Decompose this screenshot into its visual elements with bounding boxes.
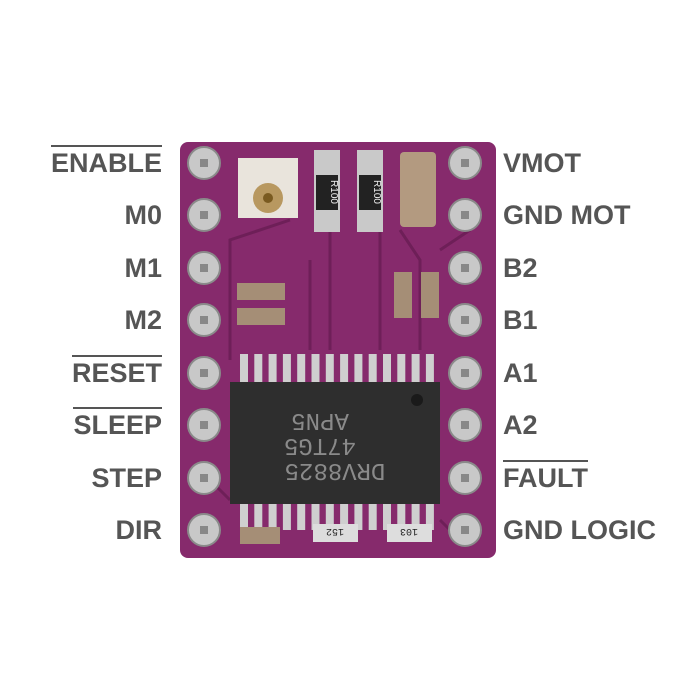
capacitor-small-3 xyxy=(237,283,285,300)
pin-square xyxy=(461,474,469,482)
pin-label-a1: A1 xyxy=(503,358,538,388)
pin-square xyxy=(200,421,208,429)
pin-label-step: STEP xyxy=(91,463,162,493)
drv8825-chip xyxy=(230,382,440,504)
chip-lead xyxy=(268,504,277,530)
pin-label-sleep: SLEEP xyxy=(73,407,162,440)
pin-square xyxy=(200,474,208,482)
chip-lead xyxy=(397,504,406,530)
chip-lead xyxy=(282,504,291,530)
resistor-152 xyxy=(313,524,358,542)
pin-square xyxy=(461,211,469,219)
chip-lead xyxy=(282,354,291,382)
chip-lead xyxy=(254,354,263,382)
chip-lead xyxy=(411,504,420,530)
capacitor xyxy=(400,152,436,227)
pin-square xyxy=(200,369,208,377)
chip-lead xyxy=(297,504,306,530)
sense-resistor-1: R100 xyxy=(314,150,340,232)
pin-label-a2: A2 xyxy=(503,410,538,440)
chip-lead xyxy=(411,354,420,382)
pin-square xyxy=(200,316,208,324)
pin-label-gnd-mot: GND MOT xyxy=(503,200,631,230)
capacitor-small-5 xyxy=(240,527,280,544)
pin-label-reset: RESET xyxy=(71,355,162,388)
chip-lead xyxy=(383,504,391,530)
chip-lead xyxy=(340,504,349,530)
chip-lead xyxy=(368,504,377,530)
chip-marking-1: DRV8825 xyxy=(285,456,386,483)
chip-lead xyxy=(340,354,349,382)
pin-square xyxy=(461,526,469,534)
sense-resistor-2: R100 xyxy=(357,150,383,232)
chip-lead xyxy=(425,354,434,382)
chip-lead xyxy=(383,354,391,382)
chip-leads xyxy=(240,354,434,530)
sense-resistor-2-label: R100 xyxy=(371,180,382,204)
chip-lead xyxy=(325,354,334,382)
chip-lead xyxy=(397,354,406,382)
resistor-103 xyxy=(387,524,432,542)
pin-square xyxy=(461,316,469,324)
pin-square xyxy=(200,264,208,272)
pin-square xyxy=(461,369,469,377)
chip-marking-2: 47TG5 xyxy=(284,431,356,458)
pin-label-fault: FAULT xyxy=(503,460,588,493)
resistor-152-label: 152 xyxy=(326,525,344,536)
chip-lead xyxy=(425,504,434,530)
sense-resistor-1-label: R100 xyxy=(328,180,339,204)
chip-lead xyxy=(368,354,377,382)
pin-label-m1: M1 xyxy=(124,253,162,283)
chip-lead xyxy=(354,504,363,530)
chip-marking-3: APN5 xyxy=(291,406,349,433)
chip-lead xyxy=(354,354,363,382)
pin-square xyxy=(461,264,469,272)
chip-lead xyxy=(254,504,263,530)
pin-square xyxy=(200,159,208,167)
pin-square xyxy=(461,421,469,429)
chip-lead xyxy=(311,354,320,382)
pin-label-gnd-logic: GND LOGIC xyxy=(503,515,656,545)
pin-label-dir: DIR xyxy=(115,515,163,545)
pin-square xyxy=(461,159,469,167)
pin-label-m2: M2 xyxy=(124,305,162,335)
chip-lead xyxy=(325,504,334,530)
pin-label-b2: B2 xyxy=(503,253,538,283)
chip-lead xyxy=(240,354,248,382)
pin-label-vmot: VMOT xyxy=(503,148,581,178)
header-pins xyxy=(187,146,482,547)
resistor-103-label: 103 xyxy=(400,525,418,536)
chip-lead xyxy=(311,504,320,530)
pin-square xyxy=(200,211,208,219)
pin-square xyxy=(200,526,208,534)
capacitor-small-2 xyxy=(421,272,439,318)
pin-label-enable: ENABLE xyxy=(50,145,162,178)
chip-lead xyxy=(297,354,306,382)
traces xyxy=(198,218,471,542)
chip-lead xyxy=(268,354,277,382)
capacitor-small-1 xyxy=(394,272,412,318)
chip-lead xyxy=(240,504,248,530)
pin-label-m0: M0 xyxy=(124,200,162,230)
pin-label-b1: B1 xyxy=(503,305,538,335)
capacitor-small-4 xyxy=(237,308,285,325)
